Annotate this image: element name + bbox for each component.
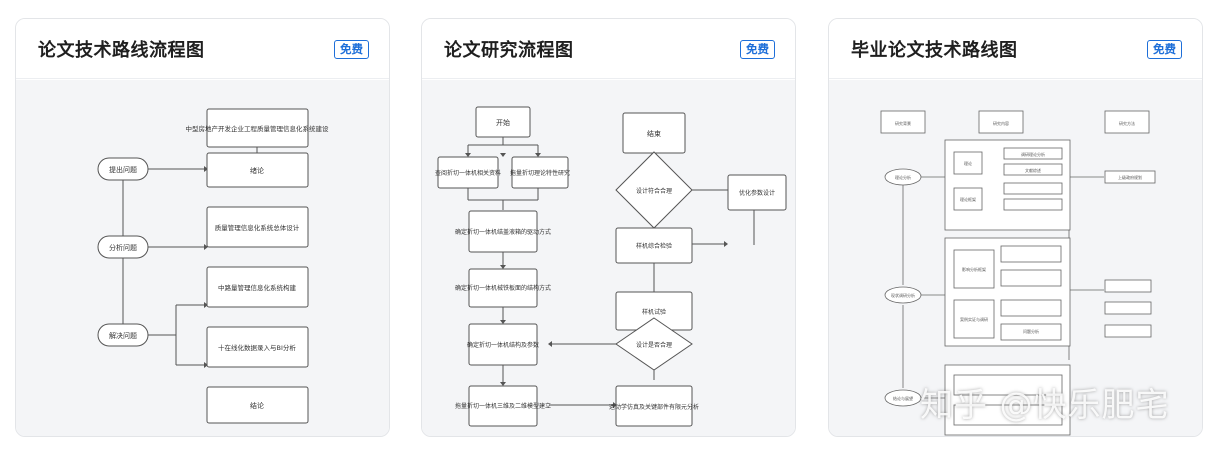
flow-node	[206, 326, 309, 368]
card-title[interactable]: 论文技术路线流程图	[38, 40, 205, 61]
node-label: 确定折切一体机结构及参数	[467, 341, 539, 349]
template-card-3[interactable]: 毕业论文技术路线图 免费	[828, 18, 1203, 437]
card-title[interactable]: 论文研究流程图	[444, 40, 574, 61]
node-label: 理论分析	[895, 174, 911, 180]
node-label: 运动学仿真及关键部件有限元分析	[609, 403, 699, 411]
node-label: 设计是否合理	[636, 341, 672, 349]
free-badge: 免费	[334, 40, 369, 59]
flow-node	[475, 106, 531, 138]
card-header: 毕业论文技术路线图 免费	[829, 19, 1202, 79]
template-card-1[interactable]: 论文技术路线流程图 免费	[15, 18, 390, 437]
flow-node	[468, 323, 538, 366]
flow-node	[206, 386, 309, 424]
node-label: 结论	[250, 401, 264, 410]
node-label: 结束	[647, 129, 661, 138]
node-label: 开始	[496, 118, 510, 127]
watermark: 知乎 @快乐肥宅	[920, 385, 1170, 424]
diagram-circle	[884, 389, 922, 407]
flowchart-diagram: 开始 查阅折切一体机相关资料 拖量折切理论特性研究 确定折切一体机结盖液箱的驱动…	[435, 106, 787, 427]
free-badge: 免费	[1147, 40, 1182, 59]
node-label: 理论框架	[960, 196, 976, 202]
node-label: 确定折切一体机结盖液箱的驱动方式	[455, 228, 551, 236]
diagram-box	[880, 110, 926, 134]
diagram-box	[978, 110, 1024, 134]
node-label: 拖量折切理论特性研究	[510, 169, 570, 177]
node-label: 确定折切一体机械铁板面的结构方式	[455, 284, 551, 292]
flow-node	[206, 266, 309, 308]
node-label: 影响分析框架	[962, 266, 986, 272]
diagram-preview[interactable]: 研究背景 研究内容 研究方法 理论分析 现状调研分析 结论与展望 理论 理论框架…	[829, 80, 1202, 436]
node-label: 样机试验	[642, 308, 666, 316]
node-label: 结论与展望	[893, 395, 913, 401]
node-label: 提出问题	[109, 165, 137, 174]
node-label: 样机综合检验	[636, 242, 672, 250]
diagram-circle	[884, 168, 922, 186]
template-card-2[interactable]: 论文研究流程图 免费	[421, 18, 796, 437]
node-label: 分析问题	[109, 243, 137, 252]
node-label: 中路量管理信息化系统构建	[218, 283, 297, 292]
diagram-preview[interactable]: 提出问题 分析问题 解决问题 中型房地产开发企业工程质量管理信息化系统建设 绪论…	[16, 80, 389, 436]
flow-node	[727, 174, 787, 211]
flow-node	[97, 323, 149, 347]
decision-node	[615, 317, 693, 371]
node-label: 解决问题	[109, 331, 137, 340]
node-label: 研究方法	[1119, 120, 1135, 126]
node-label: 文献综述	[1025, 167, 1041, 173]
flow-node	[615, 227, 693, 264]
diagram-box	[1104, 110, 1150, 134]
node-label: 研究背景	[895, 120, 911, 126]
card-header: 论文技术路线流程图 免费	[16, 19, 389, 79]
node-label: 现状调研分析	[891, 292, 915, 298]
node-label: 调研理论分析	[1021, 151, 1045, 157]
free-badge: 免费	[740, 40, 775, 59]
flow-node	[437, 156, 499, 189]
node-label: 质量管理信息化系统总体设计	[215, 223, 300, 232]
flow-node	[97, 235, 149, 259]
card-header: 论文研究流程图 免费	[422, 19, 795, 79]
flow-node	[206, 108, 309, 148]
node-label: 案例实证与调研	[960, 316, 988, 322]
diagram-circle	[884, 286, 922, 304]
node-label: 十在线化数据录入与BI分析	[218, 343, 296, 352]
flow-node	[468, 385, 538, 427]
node-label: 查阅折切一体机相关资料	[435, 169, 501, 177]
node-label: 优化参数设计	[739, 189, 775, 197]
flow-node	[468, 210, 538, 253]
flow-node	[511, 156, 569, 189]
card-title[interactable]: 毕业论文技术路线图	[851, 40, 1018, 61]
flow-node	[206, 152, 309, 188]
node-label: 设计符合合理	[636, 187, 672, 195]
node-label: 理论	[964, 160, 972, 166]
flow-node	[97, 157, 149, 181]
node-label: 研究内容	[993, 120, 1009, 126]
flow-node	[615, 385, 693, 427]
node-label: 上级政府规划	[1118, 174, 1142, 180]
node-label: 中型房地产开发企业工程质量管理信息化系统建设	[186, 124, 330, 133]
flow-node	[468, 268, 538, 308]
flow-node	[206, 206, 309, 248]
diagram-preview[interactable]: 开始 查阅折切一体机相关资料 拖量折切理论特性研究 确定折切一体机结盖液箱的驱动…	[422, 80, 795, 436]
flowchart-diagram: 提出问题 分析问题 解决问题 中型房地产开发企业工程质量管理信息化系统建设 绪论…	[97, 108, 330, 424]
node-label: 拖量折切一体机三维及二维模型建立	[455, 402, 551, 410]
flowchart-diagram: 研究背景 研究内容 研究方法 理论分析 现状调研分析 结论与展望 理论 理论框架…	[880, 110, 1156, 436]
node-label: 绪论	[250, 166, 264, 175]
node-label: 问题分析	[1023, 328, 1039, 334]
